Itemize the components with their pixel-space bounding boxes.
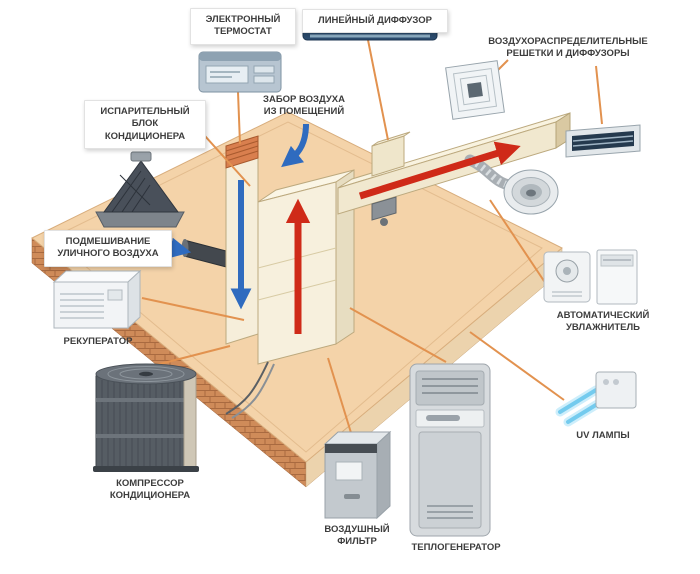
label-linear-diffuser: ЛИНЕЙНЫЙ ДИФФУЗОР <box>302 9 448 34</box>
callout-lines <box>141 39 603 437</box>
round-diffuser-image <box>503 169 559 215</box>
recuperator-image <box>52 269 142 330</box>
label-recuperator: РЕКУПЕРАТОР <box>63 336 133 347</box>
furnace-image <box>409 363 491 537</box>
label-heat-generator: ТЕПЛОГЕНЕРАТОР <box>411 542 501 553</box>
label-uv-lamps: UV ЛАМПЫ <box>576 430 630 441</box>
uv-lamps-image <box>555 371 637 427</box>
label-outdoor-air-mixing: ПОДМЕШИВАНИЕ УЛИЧНОГО ВОЗДУХА <box>44 230 172 267</box>
label-air-filter: ВОЗДУШНЫЙ ФИЛЬТР <box>324 524 390 548</box>
label-compressor: КОМПРЕССОР КОНДИЦИОНЕРА <box>109 478 191 502</box>
square-diffuser-image <box>445 60 505 120</box>
supply-duct-arrow <box>358 141 521 200</box>
thermostat-image <box>198 51 282 93</box>
rect-grille-image <box>565 124 641 158</box>
humidifier-image <box>543 249 638 305</box>
label-evaporator-unit: ИСПАРИТЕЛЬНЫЙ БЛОК КОНДИЦИОНЕРА <box>84 100 206 150</box>
refrigerant-pipes <box>225 361 275 419</box>
evaporator-image <box>95 151 185 228</box>
label-humidifier: АВТОМАТИЧЕСКИЙ УВЛАЖНИТЕЛЬ <box>556 310 650 334</box>
compressor-image <box>93 363 199 472</box>
label-grilles-diffusers: ВОЗДУХОРАСПРЕДЕЛИТЕЛЬНЫЕ РЕШЕТКИ И ДИФФУ… <box>488 36 648 60</box>
label-air-intake: ЗАБОР ВОЗДУХА ИЗ ПОМЕЩЕНИЙ <box>263 94 345 118</box>
intake-arrow <box>281 123 309 168</box>
air-filter-image <box>323 430 392 520</box>
label-electronic-thermostat: ЭЛЕКТРОННЫЙ ТЕРМОСТАТ <box>190 8 296 45</box>
